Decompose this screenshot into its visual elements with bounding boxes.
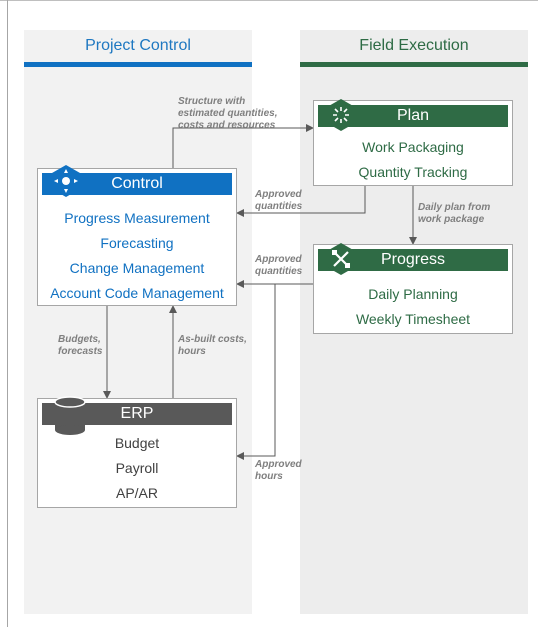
frame-left-border — [7, 0, 8, 627]
erp-title: ERP — [120, 405, 154, 422]
progress-title: Progress — [380, 251, 446, 268]
plan-header: Plan — [318, 105, 508, 127]
database-icon — [54, 396, 86, 435]
label-ah-line-1: Approved — [255, 459, 302, 470]
progress-item-daily-planning: Daily Planning — [368, 286, 458, 302]
control-item-change-management: Change Management — [69, 260, 205, 276]
label-ah-line-2: hours — [255, 471, 283, 482]
control-item-forecasting: Forecasting — [100, 235, 174, 251]
label-daily-plan: Daily plan from work package — [418, 202, 490, 226]
label-structure-line-2: estimated quantities, — [178, 108, 278, 119]
sparkle-plan-icon — [327, 99, 355, 131]
label-aq2-line-2: quantities — [255, 266, 303, 277]
compass-dial-icon — [52, 165, 80, 197]
frame-top-border — [0, 0, 538, 1]
label-structure-line-3: costs and resources — [178, 120, 276, 131]
arrow-plan-to-control — [236, 186, 366, 217]
field-execution-title: Field Execution — [359, 37, 469, 54]
label-daily-plan-line-1: Daily plan from — [418, 202, 491, 213]
plan-item-quantity-tracking: Quantity Tracking — [358, 164, 468, 180]
erp-item-payroll: Payroll — [115, 460, 159, 476]
label-approved-hours: Approved hours — [255, 459, 302, 483]
label-budgets-line-1: Budgets, — [58, 334, 101, 345]
arrow-control-to-plan — [172, 124, 314, 168]
label-aq1-line-1: Approved — [255, 189, 302, 200]
label-structure-line-1: Structure with — [178, 96, 246, 107]
plan-item-work-packaging: Work Packaging — [362, 139, 464, 155]
control-item-progress-measurement: Progress Measurement — [64, 210, 210, 226]
label-budgets: Budgets, forecasts — [58, 334, 102, 358]
plan-title: Plan — [396, 107, 430, 124]
field-execution-underline — [300, 62, 528, 67]
plan-box: Plan Work Packaging Quantity Tracking — [313, 100, 513, 186]
arrow-progress-to-erp — [236, 284, 276, 460]
project-control-title: Project Control — [85, 37, 191, 54]
label-as-built-line-2: hours — [178, 346, 206, 357]
label-daily-plan-line-2: work package — [418, 214, 485, 225]
label-aq2-line-1: Approved — [255, 254, 302, 265]
label-budgets-line-2: forecasts — [58, 346, 103, 357]
erp-header: ERP — [42, 403, 232, 425]
control-header: Control — [42, 173, 232, 195]
erp-item-budget: Budget — [114, 435, 160, 451]
erp-item-ap-ar: AP/AR — [115, 485, 158, 501]
control-item-account-code-management: Account Code Management — [50, 285, 224, 301]
label-approved-quantities-1: Approved quantities — [255, 189, 302, 213]
control-box: Control Progress Measurement Forecasting… — [37, 168, 237, 306]
label-aq1-line-2: quantities — [255, 201, 303, 212]
label-as-built: As-built costs, hours — [178, 334, 247, 358]
label-structure: Structure with estimated quantities, cos… — [178, 96, 277, 132]
progress-header: Progress — [318, 249, 508, 271]
project-control-underline — [24, 62, 252, 67]
label-as-built-line-1: As-built costs, — [178, 334, 247, 345]
project-control-column — [24, 30, 252, 614]
tools-icon — [327, 243, 355, 275]
label-approved-quantities-2: Approved quantities — [255, 254, 302, 278]
control-title: Control — [111, 175, 163, 192]
progress-item-weekly-timesheet: Weekly Timesheet — [355, 311, 471, 327]
